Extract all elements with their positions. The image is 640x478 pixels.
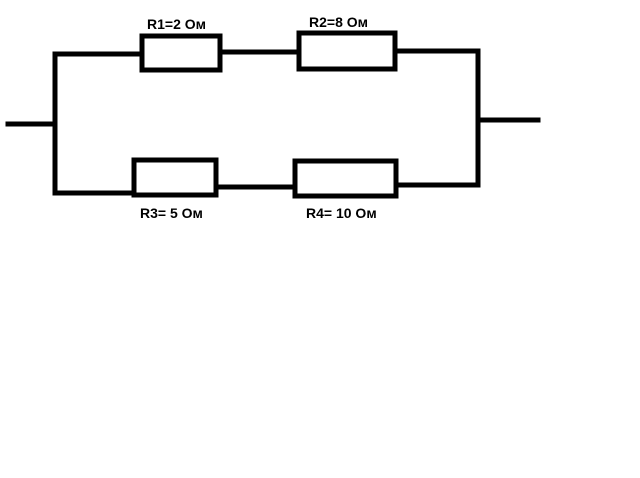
resistor-r4-label: R4= 10 Ом	[306, 205, 377, 221]
resistor-r4: R4= 10 Ом	[292, 158, 399, 221]
resistor-r3-body	[131, 157, 219, 198]
resistor-r1-label: R1=2 Ом	[147, 16, 206, 32]
resistor-r1-body	[139, 33, 223, 73]
resistor-r1: R1=2 Ом	[139, 16, 223, 73]
resistor-r3-label: R3= 5 Ом	[140, 205, 203, 221]
resistor-r3: R3= 5 Ом	[131, 157, 219, 221]
resistor-r4-body	[292, 158, 399, 199]
resistor-r2-body	[296, 30, 398, 72]
resistor-r2-label: R2=8 Ом	[309, 14, 368, 30]
resistor-r2: R2=8 Ом	[296, 14, 398, 72]
